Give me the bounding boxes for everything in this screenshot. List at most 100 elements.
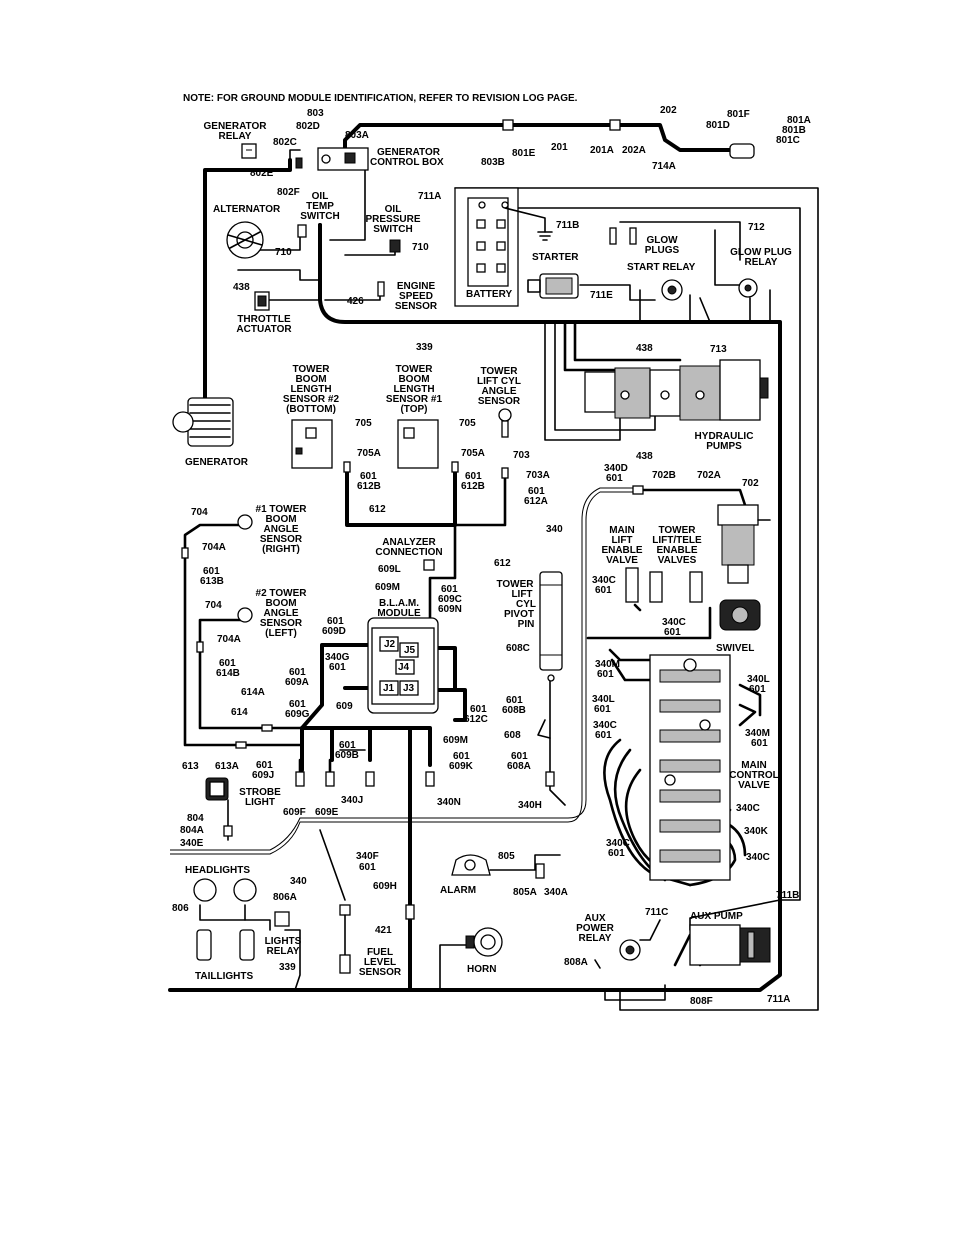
wire-label: 609L (378, 564, 401, 575)
wire-label: 801A (787, 115, 811, 126)
wire-pump-c (563, 320, 632, 372)
components (172, 119, 771, 974)
wire-label: 711C (645, 907, 668, 918)
fuel-level-sensor-symbol (339, 904, 351, 974)
wire-label: 601 (360, 471, 377, 482)
wire-label: 339 (279, 962, 296, 973)
harness-201 (343, 123, 732, 162)
svg-text:RELAY: RELAY (267, 946, 300, 957)
label-engine-speed-sensor: ENGINE SPEED SENSOR (395, 281, 438, 312)
harness-339-main (168, 223, 782, 992)
svg-text:VALVES: VALVES (658, 555, 697, 566)
wire-label: 609K (449, 761, 474, 772)
main-lift-enable-valve-symbol (625, 567, 639, 603)
wire-label: 438 (233, 282, 250, 293)
wire-label: 601 (470, 704, 487, 715)
wire-label: 614A (241, 687, 265, 698)
wire-702 (638, 488, 747, 507)
wire-label: 712 (748, 222, 765, 233)
wire-704-613 (183, 523, 304, 747)
generator-relay-symbol (241, 143, 257, 159)
wire-label: 601 (528, 486, 545, 497)
svg-text:VALVE: VALVE (738, 780, 770, 791)
svg-text:TOWER: TOWER (496, 579, 534, 590)
svg-text:TEMP: TEMP (306, 201, 334, 212)
svg-text:CONTROL BOX: CONTROL BOX (370, 157, 444, 168)
wire-label: 601 (289, 699, 306, 710)
svg-text:CONTROL: CONTROL (729, 770, 778, 781)
svg-text:STROBE: STROBE (239, 787, 281, 798)
tower-boom-angle-sensor-2-symbol (237, 607, 253, 623)
svg-text:SWITCH: SWITCH (373, 224, 412, 235)
svg-text:MODULE: MODULE (377, 608, 421, 619)
connector-609F (295, 771, 305, 787)
wire-label: 802F (277, 187, 300, 198)
wire-label: 802C (273, 137, 297, 148)
harness-612 (345, 468, 457, 527)
wire-label: 801C (776, 135, 800, 146)
label-tower-boom-angle-sensor-2: #2 TOWER BOOM ANGLE SENSOR (LEFT) (256, 588, 308, 639)
wire-label: 601 (339, 740, 356, 751)
wire-label: 340H (518, 800, 542, 811)
svg-text:(TOP): (TOP) (400, 404, 427, 415)
wire-label: 801B (782, 125, 806, 136)
wire-label: 202A (622, 145, 646, 156)
svg-text:POWER: POWER (576, 923, 615, 934)
label-strobe-light: STROBE LIGHT (239, 787, 281, 808)
svg-text:GENERATOR: GENERATOR (377, 147, 441, 158)
svg-text:ANGLE: ANGLE (482, 386, 517, 397)
wire-label: 609M (375, 582, 400, 593)
label-main-lift-enable-valve: MAIN LIFT ENABLE VALVE (601, 525, 642, 566)
svg-text:CYL: CYL (516, 599, 536, 610)
svg-text:GENERATOR: GENERATOR (204, 121, 268, 132)
svg-text:BOOM: BOOM (398, 374, 429, 385)
svg-text:LIFT/TELE: LIFT/TELE (652, 535, 702, 546)
wire-label: 609D (322, 626, 346, 637)
wire-714A (454, 187, 819, 1011)
wire-340C-enable (586, 606, 712, 640)
wire-mcv-5 (603, 738, 692, 887)
wire-label: 421 (375, 925, 392, 936)
wire-label: 609A (285, 677, 309, 688)
aux-pump-symbol (689, 924, 771, 966)
wire-label: 804 (187, 813, 204, 824)
label-tower-lift-cyl-pivot-pin: TOWER LIFT CYL PIVOT PIN (496, 579, 536, 630)
wire-label: 711E (590, 290, 613, 301)
wire-label: 601 (359, 862, 376, 873)
label-headlights: HEADLIGHTS (185, 865, 250, 876)
svg-text:GLOW: GLOW (646, 235, 678, 246)
label-glow-plugs: GLOW PLUGS (645, 235, 680, 256)
wire-lights-relay (284, 929, 301, 991)
oil-pressure-switch-symbol (389, 239, 401, 253)
wire-label: 601 (465, 471, 482, 482)
wire-label: 704 (205, 600, 222, 611)
svg-text:PRESSURE: PRESSURE (365, 214, 420, 225)
wire-802 (289, 149, 301, 159)
svg-text:TOWER: TOWER (292, 364, 330, 375)
wire-label: 601 (256, 760, 273, 771)
svg-text:RELAY: RELAY (219, 131, 252, 142)
svg-text:SENSOR: SENSOR (395, 301, 438, 312)
label-generator: GENERATOR (185, 457, 249, 468)
svg-text:CONNECTION: CONNECTION (375, 547, 442, 558)
connector-705A-right (451, 461, 459, 473)
wire-label: 601 (329, 662, 346, 673)
wire-alternator-loop (237, 269, 321, 281)
svg-text:LIFT CYL: LIFT CYL (477, 376, 521, 387)
wire-label: 340 (290, 876, 307, 887)
wire-label: 340K (744, 826, 769, 837)
swivel-symbol (717, 504, 771, 631)
tower-boom-length-sensor-2-symbol (291, 419, 333, 469)
wire-label: 340M (745, 728, 770, 739)
tower-lift-cyl-angle-sensor-symbol (498, 408, 512, 438)
wire-711B-top (499, 207, 801, 901)
wire-oil-pressure-b (329, 169, 366, 241)
wire-label: 705 (459, 418, 476, 429)
svg-text:#1 TOWER: #1 TOWER (256, 504, 308, 515)
label-tower-boom-length-sensor-2: TOWER BOOM LENGTH SENSOR #2 (BOTTOM) (283, 364, 340, 415)
wire-label: 608A (507, 761, 531, 772)
svg-text:MAIN: MAIN (741, 760, 767, 771)
wire-612-down (428, 523, 457, 632)
wire-612-to-blam (453, 473, 507, 527)
start-relay-symbol (661, 279, 683, 301)
